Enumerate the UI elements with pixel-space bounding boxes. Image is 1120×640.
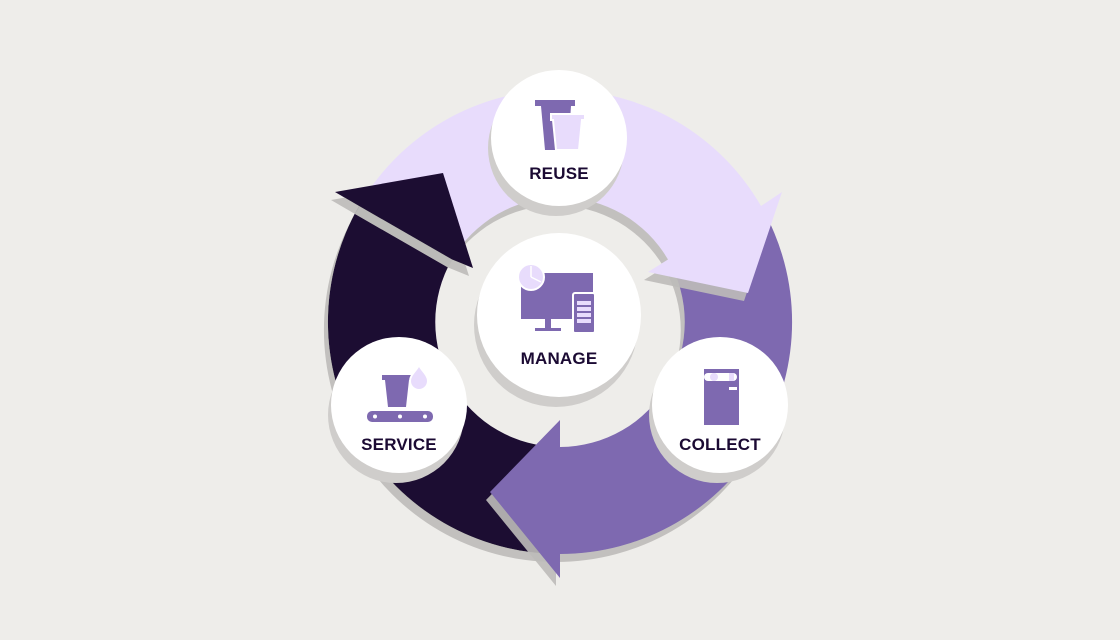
collection-bin-icon bbox=[704, 369, 739, 425]
step-label: REUSE bbox=[529, 164, 589, 183]
step-collect: COLLECT bbox=[652, 337, 788, 473]
center-manage: MANAGE bbox=[477, 233, 641, 397]
step-service: SERVICE bbox=[331, 337, 467, 473]
step-label: COLLECT bbox=[679, 435, 761, 454]
medium-arrow-segment bbox=[490, 206, 793, 578]
cups-icon bbox=[535, 100, 586, 151]
step-reuse: REUSE bbox=[491, 70, 627, 206]
monitor-dashboard-icon bbox=[517, 265, 596, 334]
cup-wash-conveyor-icon bbox=[367, 363, 433, 422]
center-label: MANAGE bbox=[520, 349, 598, 368]
dark-arrowhead bbox=[335, 173, 473, 268]
step-label: SERVICE bbox=[361, 435, 437, 454]
